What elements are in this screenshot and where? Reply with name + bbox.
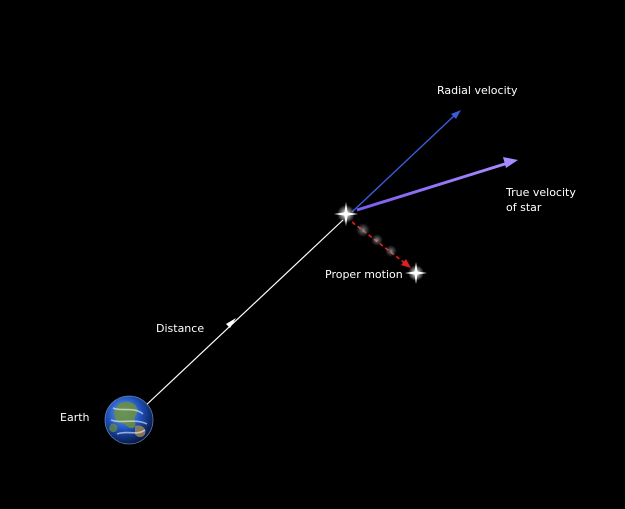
proper-motion-ghost-stars [356,223,397,257]
distance-line [142,219,344,409]
distance-arrowhead-icon [226,318,236,328]
radial-velocity-arrowhead-icon [451,110,461,119]
true-velocity-arrow [356,161,509,212]
star-current-sparkle-icon [334,202,358,226]
proper-motion-arrow [351,221,407,265]
true-velocity-arrowhead-icon [503,157,518,168]
radial-velocity-label: Radial velocity [437,84,518,97]
proper-motion-label: Proper motion [325,268,403,281]
true-velocity-label-line1: True velocity [506,186,576,199]
earth-globe-icon [104,395,154,445]
proper-motion-arrowhead-icon [401,259,411,268]
distance-label: Distance [156,322,205,335]
star-moved-sparkle-icon [405,262,427,284]
true-velocity-label-line2: of star [506,201,542,214]
earth-label: Earth [60,411,90,424]
radial-velocity-arrow [351,113,457,213]
